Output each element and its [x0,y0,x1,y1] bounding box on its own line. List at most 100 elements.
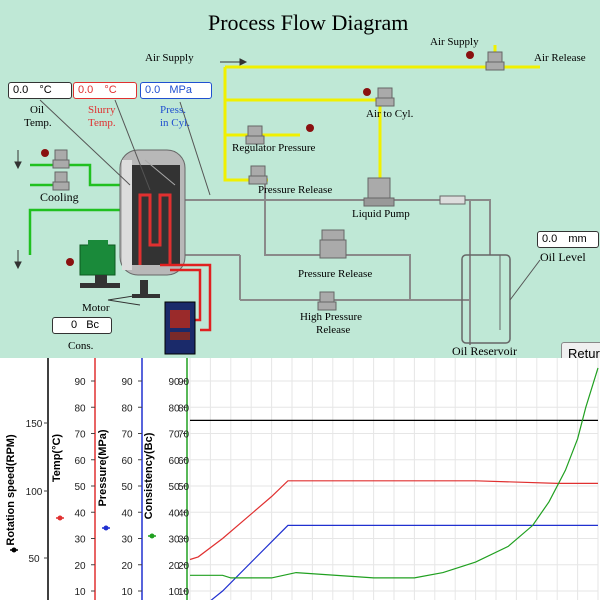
axis-tick-label: 60 [168,456,180,467]
label-consistency: Cons. [68,340,94,352]
plot-tick-label: 70 [178,430,190,441]
label-oil-reservoir: Oil Reservoir [452,344,517,358]
trend-chart-svg: 150 100 50 Rotation speed(RPM) 90 80 70 60 50 40 3… [5,358,599,600]
plot-tick-label: 80 [178,403,190,414]
slurry-temp-readout: 0.0 °C [73,82,137,99]
label-oil-level: Oil Level [540,250,586,264]
check-valve-icon [439,195,466,205]
axis-tick-label: 70 [74,430,86,441]
label-air-to-cyl: Air to Cyl. [366,108,414,120]
series-line [190,367,599,579]
axis-tick-label: 80 [74,403,86,414]
process-lines [185,180,491,345]
oil-level-readout: 0.0 mm [537,231,599,248]
label-pressure-release-top: Pressure Release [258,184,333,196]
axis-tick-label: 100 [26,487,43,498]
label-high-pressure: High Pressure [300,311,363,323]
axis-tick-label: 70 [121,430,133,441]
axis-tick-label: 20 [74,561,86,572]
process-flow-panel: Process Flow Diagram Air Supply Air Supp… [0,0,600,358]
plot-tick-label: 20 [178,561,190,572]
series-line [189,480,598,561]
plot-tick-label: 60 [178,456,190,467]
axis-tick-label: 80 [168,403,180,414]
axis-title: Temp(°C) [51,434,63,483]
series-line [210,524,598,600]
consistency-readout: 0 Bc [52,317,112,334]
axis-tick-label: 30 [121,535,133,546]
label-motor: Motor [82,302,110,314]
label-press: Press. [160,104,186,116]
axis-tick-label: 50 [121,482,133,493]
trend-chart: 150 100 50 Rotation speed(RPM) 90 80 70 60 50 40 3… [0,358,600,600]
oil-reservoir-icon [461,254,511,344]
axis-tick-label: 30 [74,535,86,546]
axis-tick-label: 50 [168,482,180,493]
axis-tick-label: 150 [26,419,43,430]
slurry-temp-unit: °C [104,84,117,96]
label-air-supply-top: Air Supply [430,36,479,48]
oil-level-unit: mm [568,233,587,245]
plot-tick-label: 30 [178,535,190,546]
axis-tick-label: 80 [121,403,133,414]
axis-tick-label: 50 [28,554,40,565]
plot-tick-label: 90 [178,377,190,388]
oil-temp-unit: °C [39,84,52,96]
legend-marker-dot [57,515,63,521]
temperature-controller-icon [164,301,196,355]
consistency-unit: Bc [86,319,100,331]
axis-title: Consistency(Bc) [143,432,155,519]
axis-tick-label: 70 [168,430,180,441]
slurry-temp-value: 0.0 [78,84,94,96]
axis-tick-label: 40 [121,508,133,519]
label-high-pressure-release: Release [316,324,351,336]
label-oil-temp: Temp. [24,117,52,129]
axis-title: Pressure(MPa) [97,429,109,506]
axis-title: Rotation speed(RPM) [5,434,17,546]
pressure-value: 0.0 [145,84,161,96]
axis-tick-label: 30 [168,535,180,546]
label-air-release: Air Release [534,52,586,64]
label-leaders [39,99,541,301]
pressure-vessel [119,149,186,276]
axis-tick-label: 90 [74,377,86,388]
plot-tick-label: 10 [178,587,190,598]
label-air-supply-left: Air Supply [145,52,194,64]
oil-level-value: 0.0 [542,233,558,245]
process-piping [14,45,541,355]
label-slurry: Slurry [88,104,116,116]
axis-tick-label: 10 [121,587,133,598]
axis-tick-label: 90 [168,377,180,388]
label-pressure-release-mid: Pressure Release [298,268,373,280]
legend-marker-dot [149,533,155,539]
axis-tick-label: 60 [74,456,86,467]
label-slurry-temp: Temp. [88,117,116,129]
label-regulator-pressure: Regulator Pressure [232,142,316,154]
indicator-lamps [41,51,474,157]
legend-marker-dot [11,547,17,553]
axis-tick-label: 10 [74,587,86,598]
label-cooling: Cooling [40,190,79,204]
consistency-value: 0 [71,319,78,331]
pressure-readout: 0.0 MPa [140,82,212,99]
motor-icon [66,240,160,306]
oil-temp-value: 0.0 [13,84,29,96]
axis-tick-label: 50 [74,482,86,493]
oil-temp-readout: 0.0 °C [8,82,72,99]
axis-tick-label: 20 [168,561,180,572]
axis-tick-label: 40 [168,508,180,519]
plot-tick-label: 50 [178,482,190,493]
axis-tick-label: 10 [168,587,180,598]
axis-tick-label: 40 [74,508,86,519]
label-oil: Oil [30,104,45,116]
label-liquid-pump: Liquid Pump [352,208,410,220]
flow-arrows [14,58,248,270]
pressure-unit: MPa [169,84,192,96]
plot-tick-label: 40 [178,508,190,519]
label-press-in-cyl: in Cyl. [160,117,190,129]
page-title: Process Flow Diagram [208,10,409,35]
axis-tick-label: 90 [121,377,133,388]
heater-lines [160,263,212,332]
liquid-pump-icon [363,177,395,207]
axis-tick-label: 60 [121,456,133,467]
